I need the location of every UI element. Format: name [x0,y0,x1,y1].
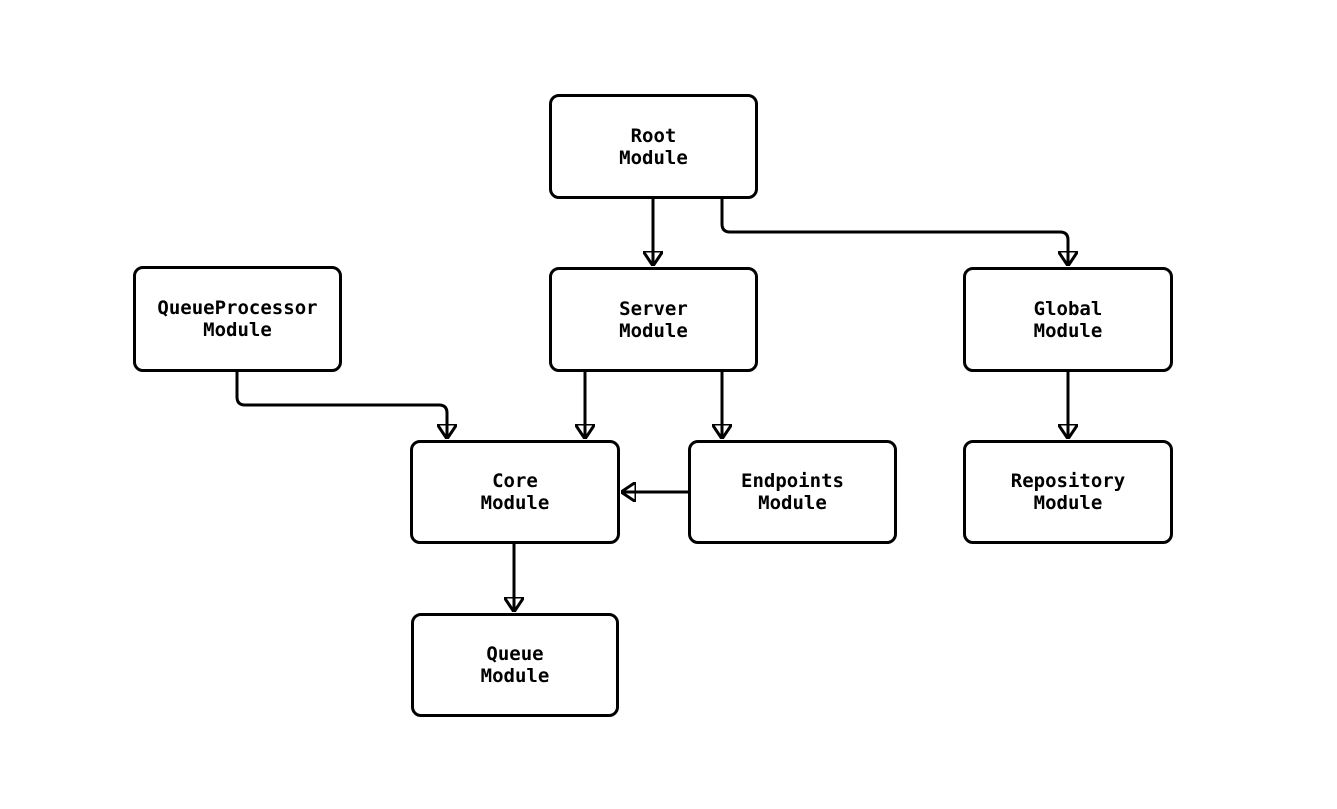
node-global-module-label: Global Module [1033,297,1103,342]
node-server-module-label: Server Module [619,297,688,342]
node-queueprocessor-module-label: QueueProcessor Module [157,297,318,341]
node-queueprocessor-module: QueueProcessor Module [133,266,342,372]
node-root-module: Root Module [549,94,758,199]
node-queue-module-label: Queue Module [480,643,550,687]
node-repository-module-label: Repository Module [1010,470,1126,514]
node-repository-module: Repository Module [963,440,1173,544]
node-core-module: Core Module [410,440,620,544]
node-queue-module: Queue Module [411,613,619,717]
node-server-module: Server Module [549,267,758,372]
node-root-module-label: Root Module [619,124,688,169]
edge-root-to-global [720,198,1068,265]
node-global-module: Global Module [963,267,1173,372]
edge-queueprocessor-to-core [235,372,447,438]
node-endpoints-module-label: Endpoints Module [741,470,844,514]
node-core-module-label: Core Module [480,470,550,514]
node-endpoints-module: Endpoints Module [688,440,897,544]
